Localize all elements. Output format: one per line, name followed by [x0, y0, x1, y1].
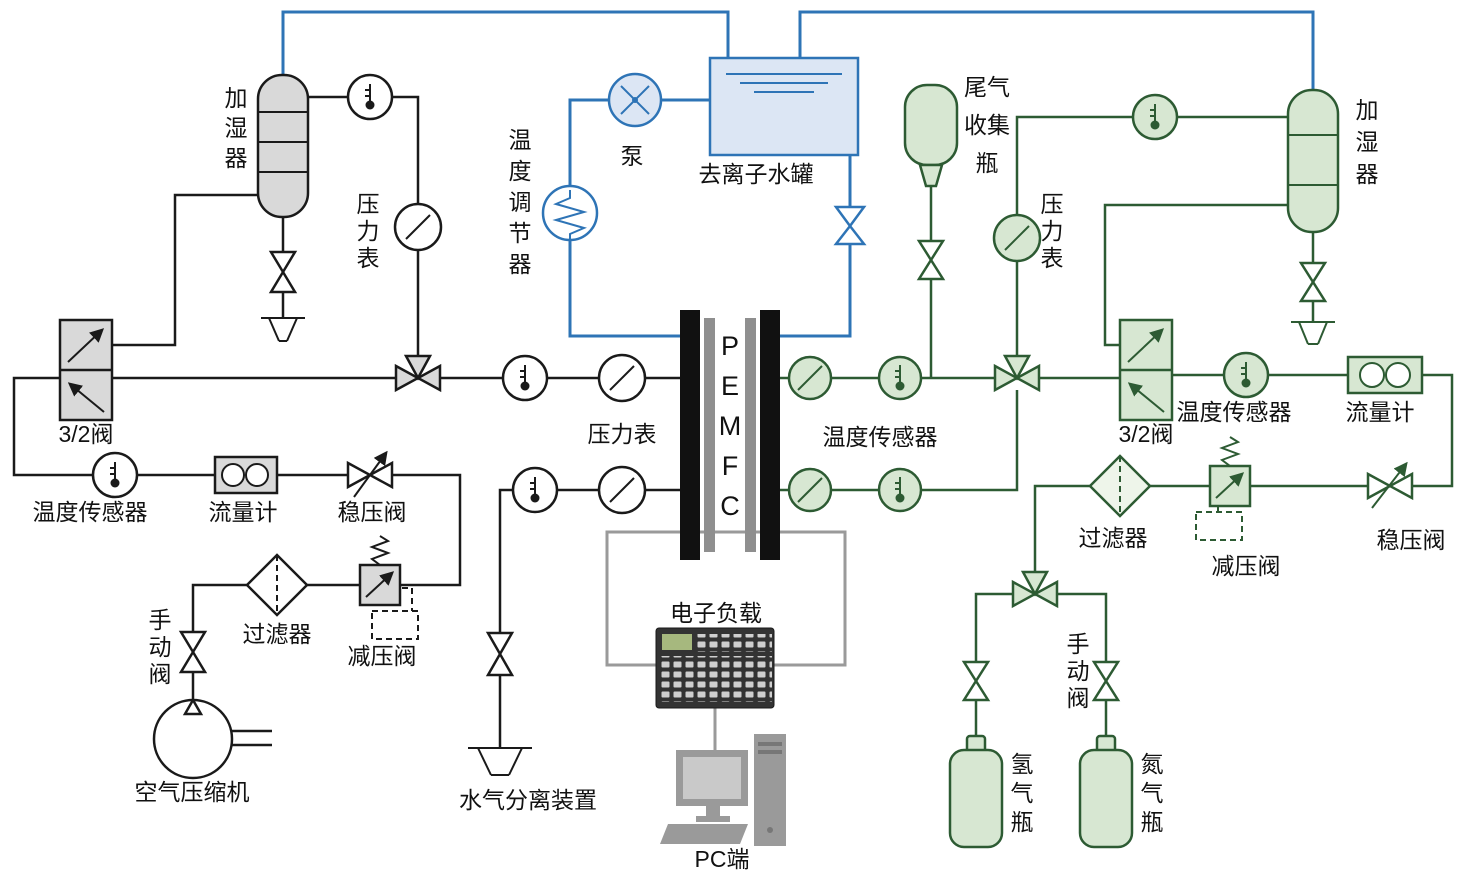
hydrogen-pipes	[780, 115, 1454, 736]
h2-reducing-valve-label: 减压阀	[1212, 553, 1281, 579]
stack-h2-inlet-pressure-sensor	[787, 355, 833, 401]
stack-pressure-gauge-label: 压力表	[588, 421, 657, 447]
stack-air-inlet-temp-sensor	[501, 354, 549, 402]
air-humidifier-pressure-gauge-label: 压力表	[357, 191, 380, 271]
gas-supply-three-way-valve	[1011, 570, 1059, 609]
water-pump: 泵	[607, 72, 663, 169]
h2-32-valve-label: 3/2阀	[1119, 421, 1174, 447]
cooling-water-pipes	[281, 10, 1315, 338]
stack-h2-temp-sensor-label: 温度传感器	[823, 424, 938, 450]
h2-stabilizing-valve: 稳压阀	[1366, 461, 1446, 553]
n2-bottle-valve: 手动阀	[1067, 631, 1121, 711]
cooling-water-circuit: 去离子水罐 泵 温度调节器	[281, 10, 1315, 338]
water-gas-separator: 水气分离装置	[459, 631, 597, 813]
air-32-valve: 3/2阀	[59, 318, 114, 447]
stack-air-outlet-temp-sensor	[511, 466, 559, 514]
h2-humidifier-drain	[1291, 321, 1335, 345]
electronic-load-label: 电子负载	[670, 600, 762, 626]
air-reducing-valve-label: 减压阀	[348, 643, 417, 669]
tail-gas-bottle-label: 尾气收集瓶	[964, 74, 1010, 176]
temperature-regulator-label: 温度调节器	[509, 127, 532, 277]
air-pipes	[12, 95, 680, 748]
air-humidifier-outlet-temp-sensor	[346, 73, 394, 121]
air-32-valve-label: 3/2阀	[59, 421, 114, 447]
nitrogen-bottle-label: 氮气瓶	[1141, 751, 1164, 835]
electric-load-circuit: 电子负载 PC端	[605, 530, 847, 872]
pc-label: PC端	[695, 846, 750, 872]
air-temp-sensor: 温度传感器	[33, 451, 148, 525]
h2-filter-label: 过滤器	[1079, 525, 1148, 551]
h2-flow-meter: 流量计	[1346, 355, 1424, 425]
air-humidifier-pressure-gauge: 压力表	[357, 191, 443, 271]
air-flow-meter-label: 流量计	[209, 499, 278, 525]
air-filter-label: 过滤器	[243, 621, 312, 647]
air-compressor-label: 空气压缩机	[135, 779, 250, 805]
electronic-load-device	[655, 627, 775, 709]
hydrogen-bottle-label: 氢气瓶	[1011, 751, 1034, 835]
deionized-water-tank: 去离子水罐	[699, 56, 860, 187]
air-stabilizing-valve-label: 稳压阀	[338, 499, 407, 525]
hydrogen-bottle: 氢气瓶	[948, 734, 1034, 849]
h2-pressure-gauge-label: 压力表	[1041, 191, 1064, 271]
tail-gas-bottle: 尾气收集瓶	[903, 74, 1010, 188]
h2-humidifier: 加湿器	[1286, 88, 1379, 234]
hydrogen-circuit: 温度传感器 尾气收集瓶 压力表	[780, 74, 1454, 849]
air-humidifier-label: 加湿器	[225, 85, 248, 171]
h2-flow-meter-label: 流量计	[1346, 399, 1415, 425]
air-manual-valve: 手动阀	[149, 607, 208, 687]
air-humidifier-drain-valve	[268, 250, 298, 294]
temperature-regulator: 温度调节器	[509, 127, 599, 277]
air-manual-valve-label: 手动阀	[149, 607, 172, 687]
h2-stabilizing-valve-label: 稳压阀	[1377, 527, 1446, 553]
nitrogen-bottle: 氮气瓶	[1078, 734, 1164, 849]
air-circuit: 空气压缩机 手动阀 过滤器 减压阀 稳压阀	[12, 73, 680, 813]
tail-gas-valve	[916, 239, 946, 281]
h2-supply-temp-sensor: 温度传感器	[1177, 351, 1292, 425]
air-humidifier-drain	[261, 317, 305, 342]
pump-label: 泵	[621, 143, 644, 169]
h2-bottle-valve	[961, 660, 991, 702]
h2-pressure-gauge: 压力表	[992, 191, 1064, 271]
air-compressor: 空气压缩机	[135, 697, 250, 805]
water-valve	[833, 205, 867, 246]
pc-monitor-screen	[683, 757, 741, 799]
stack-h2-inlet-temp-sensor: 温度传感器	[823, 355, 938, 450]
stack-air-outlet-pressure-gauge	[597, 465, 647, 515]
h2-reducing-valve: 减压阀	[1195, 436, 1281, 579]
tank-label: 去离子水罐	[699, 161, 814, 187]
h2-filter: 过滤器	[1079, 454, 1152, 551]
h2-humidifier-label: 加湿器	[1356, 97, 1379, 187]
pc-keyboard	[660, 824, 748, 844]
load-screen	[662, 634, 692, 650]
air-filter: 过滤器	[243, 553, 312, 647]
air-reducing-valve: 减压阀	[348, 535, 419, 669]
stack-h2-outlet-pressure-sensor	[787, 467, 833, 513]
water-gas-separator-label: 水气分离装置	[459, 787, 597, 813]
air-humidifier: 加湿器	[225, 73, 310, 219]
stack-air-inlet-pressure-gauge: 压力表	[588, 353, 657, 447]
air-three-way-valve	[394, 354, 442, 393]
air-temp-sensor-label: 温度传感器	[33, 499, 148, 525]
pc-terminal	[660, 734, 786, 846]
gas-manual-valve-label: 手动阀	[1067, 631, 1090, 711]
air-stabilizing-valve: 稳压阀	[338, 450, 407, 525]
stack-h2-outlet-temp-sensor	[877, 467, 923, 513]
h2-humidifier-return-temp-sensor	[1131, 93, 1179, 141]
h2-humidifier-drain-valve	[1298, 261, 1328, 303]
h2-three-way-valve	[993, 354, 1041, 393]
h2-supply-temp-sensor-label: 温度传感器	[1177, 399, 1292, 425]
air-flow-meter: 流量计	[209, 455, 279, 525]
h2-32-valve: 3/2阀	[1119, 318, 1174, 447]
